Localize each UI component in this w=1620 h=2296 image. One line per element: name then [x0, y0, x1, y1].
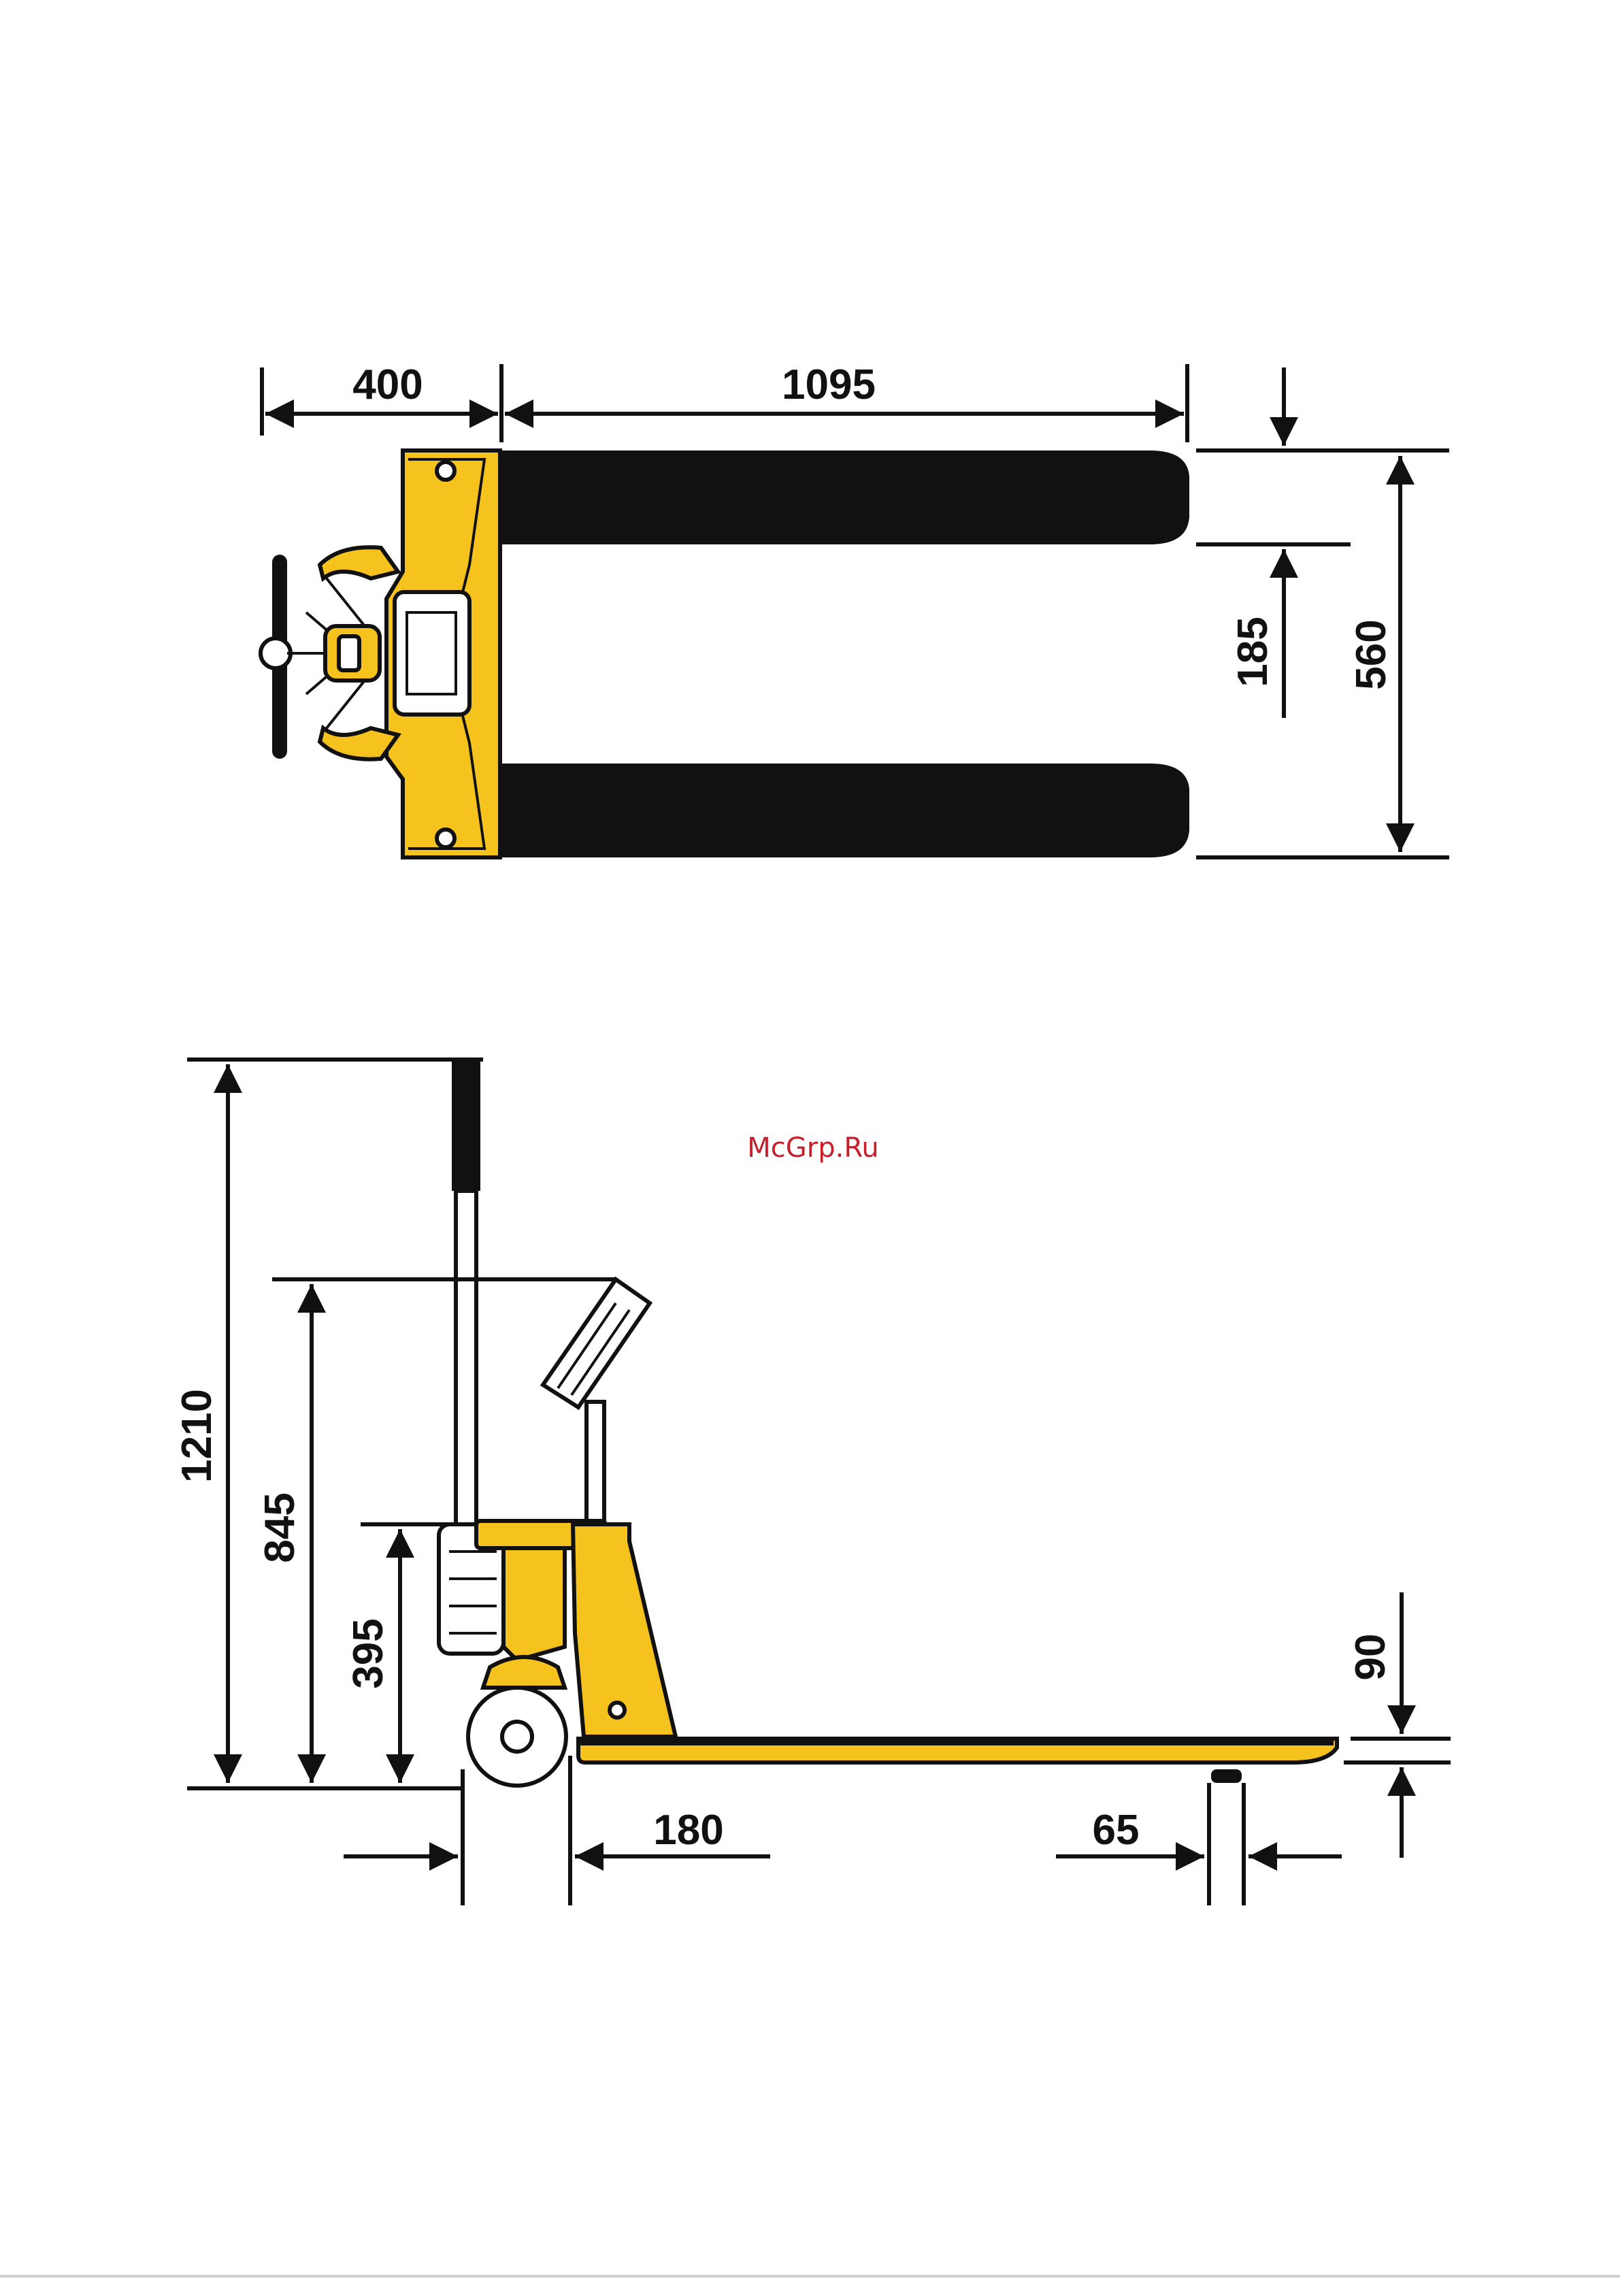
dim-fork-length: 1095 — [782, 361, 876, 408]
frame-bolt — [610, 1703, 625, 1718]
dim-overall-height: 1210 — [173, 1389, 220, 1483]
dim-wheel-offset: 180 — [653, 1807, 723, 1854]
handle-mechanism — [261, 547, 398, 759]
dim-handle-length: 400 — [352, 361, 423, 408]
watermark: McGrp.Ru — [747, 1132, 878, 1164]
dim-roller-offset: 65 — [1093, 1807, 1140, 1854]
side-view: 1210 845 395 90 180 65 — [173, 1060, 1451, 1905]
dim-body-height: 395 — [345, 1618, 392, 1688]
lower-fork — [500, 764, 1189, 857]
bolt-bottom — [437, 830, 454, 847]
dim-overall-width: 560 — [1348, 619, 1395, 689]
dim-fork-width: 185 — [1229, 617, 1276, 687]
steer-wheel-hub — [502, 1722, 532, 1752]
upper-fork — [500, 450, 1189, 544]
dim-min-height: 90 — [1347, 1634, 1394, 1681]
fork-top-edge — [578, 1739, 1334, 1745]
top-view: 400 1095 185 560 — [261, 361, 1449, 857]
load-roller — [1211, 1769, 1242, 1783]
scale-head — [543, 1279, 650, 1524]
scale-post — [586, 1402, 604, 1524]
bolt-top — [437, 462, 454, 480]
dim-scale-height: 845 — [257, 1492, 303, 1562]
handle-grip-side — [452, 1062, 480, 1191]
page-bottom-rule — [0, 2275, 1620, 2278]
handle-shaft — [456, 1191, 476, 1538]
